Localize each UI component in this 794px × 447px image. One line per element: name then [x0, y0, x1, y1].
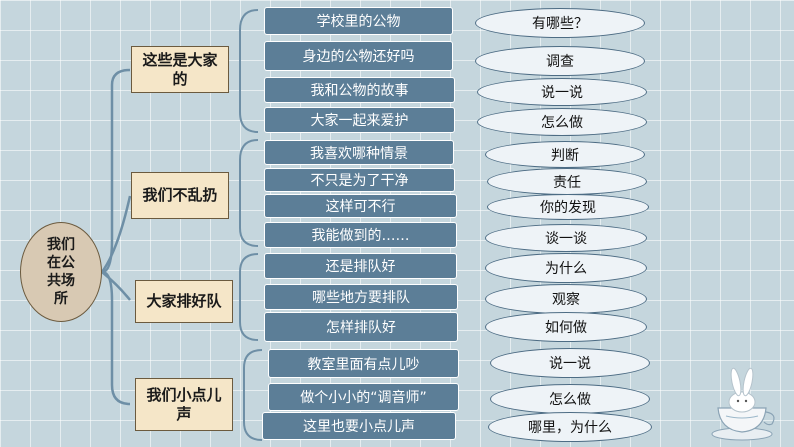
- lesson-box: 学校里的公物: [264, 7, 453, 35]
- question-oval: 判断: [485, 141, 645, 168]
- question-oval: 为什么: [485, 253, 647, 283]
- lesson-box: 我喜欢哪种情景: [264, 140, 454, 165]
- question-oval: 谈一谈: [485, 224, 647, 252]
- topic-box: 大家排好队: [135, 280, 233, 323]
- topic-box: 这些是大家的: [131, 46, 229, 93]
- question-oval: 说一说: [490, 348, 650, 378]
- topic-box: 我们小点儿声: [135, 378, 233, 431]
- lesson-box: 这里也要小点儿声: [262, 412, 456, 440]
- lesson-box: 身边的公物还好吗: [264, 41, 453, 71]
- root-label: 我们在公共场所: [42, 236, 80, 308]
- lesson-box: 做个小小的“调音师”: [268, 383, 459, 411]
- question-oval: 怎么做: [490, 384, 650, 414]
- lesson-box: 哪些地方要排队: [264, 284, 458, 310]
- lesson-box: 怎样排队好: [264, 312, 458, 342]
- question-oval: 调查: [475, 46, 645, 76]
- question-oval: 怎么做: [477, 108, 647, 136]
- question-oval: 责任: [487, 168, 647, 195]
- lesson-box: 还是排队好: [264, 253, 457, 279]
- lesson-box: 我和公物的故事: [264, 77, 455, 103]
- lesson-box: 这样可不行: [264, 194, 457, 218]
- lesson-box: 教室里面有点儿吵: [268, 349, 459, 378]
- lesson-box: 我能做到的……: [264, 222, 457, 248]
- question-oval: 说一说: [477, 78, 647, 106]
- question-oval: 有哪些？: [475, 8, 645, 38]
- question-oval: 如何做: [485, 312, 647, 342]
- root-topic: 我们在公共场所: [20, 222, 102, 322]
- topic-box: 我们不乱扔: [131, 172, 229, 219]
- lesson-box: 大家一起来爱护: [264, 107, 455, 133]
- question-oval: 观察: [485, 284, 647, 314]
- rabbit-teacup-icon: [706, 364, 780, 444]
- question-oval: 哪里，为什么: [488, 412, 652, 442]
- question-oval: 你的发现: [487, 194, 649, 220]
- lesson-box: 不只是为了干净: [264, 168, 455, 192]
